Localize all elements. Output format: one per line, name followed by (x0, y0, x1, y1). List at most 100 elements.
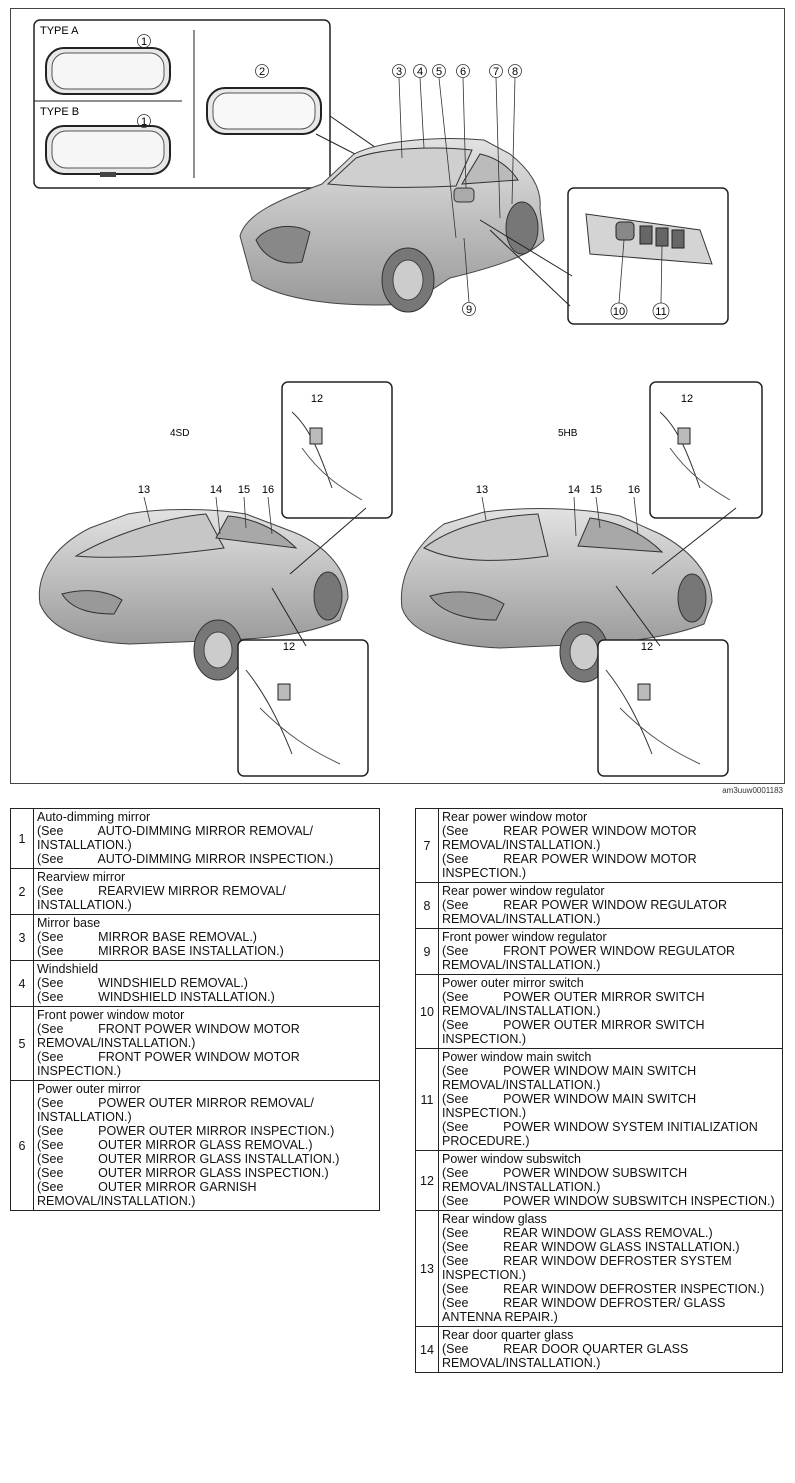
item-number: 11 (415, 1048, 439, 1151)
item-title: Rear door quarter glass (442, 1328, 574, 1342)
reference-link[interactable]: (See REAR POWER WINDOW MOTOR INSPECTION.… (442, 852, 701, 880)
reference-link[interactable]: (See OUTER MIRROR GLASS REMOVAL.) (37, 1138, 313, 1152)
reference-link[interactable]: (See REAR POWER WINDOW REGULATOR REMOVAL… (442, 898, 731, 926)
callout-1-a: 1 (141, 36, 147, 48)
reference-link[interactable]: (See REAR DOOR QUARTER GLASS REMOVAL/INS… (442, 1342, 692, 1370)
reference-link[interactable]: (See OUTER MIRROR GARNISH REMOVAL/INSTAL… (37, 1180, 260, 1208)
item-title: Auto-dimming mirror (37, 810, 151, 824)
rearview-mirror (206, 87, 322, 135)
reference-link[interactable]: (See MIRROR BASE INSTALLATION.) (37, 944, 284, 958)
reference-link[interactable]: (See POWER WINDOW SUBSWITCH REMOVAL/INST… (442, 1166, 691, 1194)
item-number: 13 (415, 1210, 439, 1327)
reference-link[interactable]: (See FRONT POWER WINDOW MOTOR REMOVAL/IN… (37, 1022, 304, 1050)
item-description: Front power window regulator(See FRONT P… (438, 928, 783, 975)
reference-link[interactable]: (See REAR WINDOW DEFROSTER SYSTEM INSPEC… (442, 1254, 736, 1282)
item-number: 4 (10, 960, 34, 1007)
reference-link[interactable]: (See POWER WINDOW SUBSWITCH INSPECTION.) (442, 1194, 775, 1208)
reference-link[interactable]: (See MIRROR BASE REMOVAL.) (37, 930, 257, 944)
item-number: 14 (415, 1326, 439, 1373)
item-description: Windshield(See WINDSHIELD REMOVAL.)(See … (33, 960, 380, 1007)
item-title: Front power window motor (37, 1008, 185, 1022)
reference-link[interactable]: (See FRONT POWER WINDOW MOTOR INSPECTION… (37, 1050, 304, 1078)
reference-link[interactable]: (See FRONT POWER WINDOW REGULATOR REMOVA… (442, 944, 739, 972)
item-title: Power outer mirror switch (442, 976, 584, 990)
item-description: Rear power window motor(See REAR POWER W… (438, 808, 783, 883)
item-description: Auto-dimming mirror(See AUTO-DIMMING MIR… (33, 808, 380, 869)
reference-link[interactable]: (See REAR POWER WINDOW MOTOR REMOVAL/INS… (442, 824, 701, 852)
callout-15-hatch: 15 (590, 484, 602, 496)
item-description: Rear power window regulator(See REAR POW… (438, 882, 783, 929)
callout-12-hatch-lower: 12 (641, 641, 653, 653)
item-description: Power window main switch(See POWER WINDO… (438, 1048, 783, 1151)
item-title: Rear window glass (442, 1212, 547, 1226)
item-number: 6 (10, 1080, 34, 1211)
reference-link[interactable]: (See POWER OUTER MIRROR INSPECTION.) (37, 1124, 335, 1138)
rear-hatchback-illustration (400, 508, 713, 683)
reference-link[interactable]: (See WINDSHIELD INSTALLATION.) (37, 990, 275, 1004)
callout-16-hatch: 16 (628, 484, 640, 496)
item-title: Rearview mirror (37, 870, 126, 884)
reference-link[interactable]: (See OUTER MIRROR GLASS INSTALLATION.) (37, 1152, 340, 1166)
reference-link[interactable]: (See REAR WINDOW DEFROSTER INSPECTION.) (442, 1282, 765, 1296)
parts-location-figure: TYPE A TYPE B 4SD (10, 8, 785, 784)
reference-link[interactable]: (See POWER WINDOW MAIN SWITCH INSPECTION… (442, 1092, 700, 1120)
item-title: Rear power window motor (442, 810, 588, 824)
callout-14-hatch: 14 (568, 484, 580, 496)
reference-link[interactable]: (See REAR WINDOW DEFROSTER/ GLASS ANTENN… (442, 1296, 729, 1324)
reference-link[interactable]: (See WINDSHIELD REMOVAL.) (37, 976, 248, 990)
reference-link[interactable]: (See POWER OUTER MIRROR SWITCH INSPECTIO… (442, 1018, 708, 1046)
item-description: Rear window glass(See REAR WINDOW GLASS … (438, 1210, 783, 1327)
hatch-subswitch-inset-upper (649, 381, 763, 519)
reference-link[interactable]: (See POWER WINDOW SYSTEM INITIALIZATION … (442, 1120, 762, 1148)
item-description: Rearview mirror(See REARVIEW MIRROR REMO… (33, 868, 380, 915)
callout-12-sedan-lower: 12 (283, 641, 295, 653)
item-description: Front power window motor(See FRONT POWER… (33, 1006, 380, 1081)
item-title: Power window main switch (442, 1050, 592, 1064)
type-a-label: TYPE A (40, 25, 79, 37)
callout-3: 3 (396, 66, 402, 78)
reference-link[interactable]: (See REAR WINDOW GLASS INSTALLATION.) (442, 1240, 740, 1254)
reference-link[interactable]: (See POWER OUTER MIRROR REMOVAL/ INSTALL… (37, 1096, 318, 1124)
callout-5: 5 (436, 66, 442, 78)
reference-link[interactable]: (See OUTER MIRROR GLASS INSPECTION.) (37, 1166, 329, 1180)
auto-dimming-mirror-type-a (45, 47, 171, 95)
item-description: Power outer mirror(See POWER OUTER MIRRO… (33, 1080, 380, 1211)
item-number: 5 (10, 1006, 34, 1081)
callout-4: 4 (417, 66, 423, 78)
reference-link[interactable]: (See POWER WINDOW MAIN SWITCH REMOVAL/IN… (442, 1064, 700, 1092)
item-number: 2 (10, 868, 34, 915)
hatch-subswitch-inset-lower (597, 639, 729, 777)
item-number: 3 (10, 914, 34, 961)
callout-12-sedan-upper: 12 (311, 393, 323, 405)
item-description: Mirror base(See MIRROR BASE REMOVAL.)(Se… (33, 914, 380, 961)
reference-link[interactable]: (See REARVIEW MIRROR REMOVAL/ INSTALLATI… (37, 884, 290, 912)
reference-link[interactable]: (See REAR WINDOW GLASS REMOVAL.) (442, 1226, 713, 1240)
reference-link[interactable]: (See AUTO-DIMMING MIRROR REMOVAL/ INSTAL… (37, 824, 317, 852)
item-number: 9 (415, 928, 439, 975)
callout-9: 9 (466, 304, 472, 316)
item-title: Windshield (37, 962, 99, 976)
callout-7: 7 (493, 66, 499, 78)
reference-link[interactable]: (See POWER OUTER MIRROR SWITCH REMOVAL/I… (442, 990, 708, 1018)
item-number: 1 (10, 808, 34, 869)
sedan-subswitch-inset-upper (281, 381, 393, 519)
hatch-label: 5HB (558, 428, 578, 439)
callout-10: 10 (613, 306, 625, 318)
item-number: 12 (415, 1150, 439, 1211)
sedan-subswitch-inset-lower (237, 639, 369, 777)
item-description: Rear door quarter glass(See REAR DOOR QU… (438, 1326, 783, 1373)
reference-link[interactable]: (See AUTO-DIMMING MIRROR INSPECTION.) (37, 852, 334, 866)
